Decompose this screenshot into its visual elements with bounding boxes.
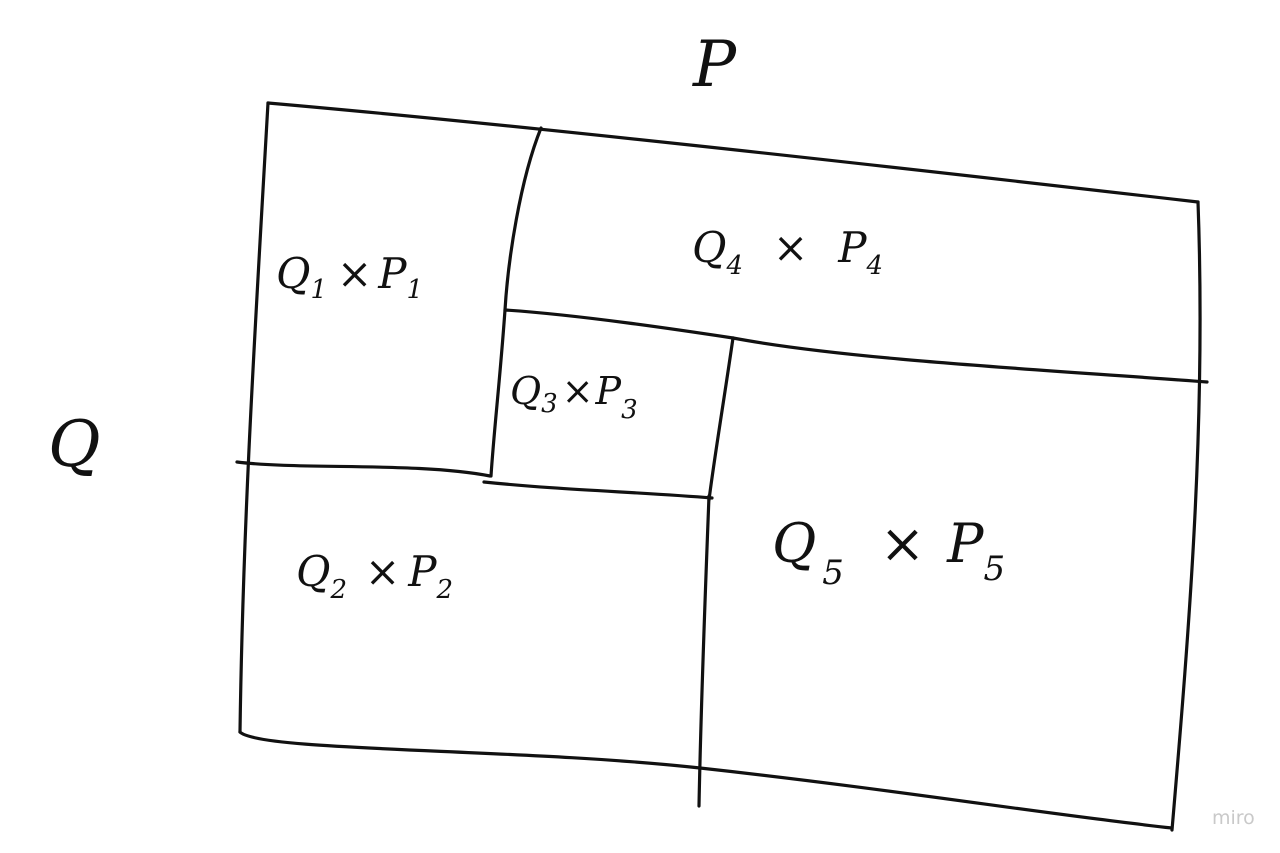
cell-1-q: Q (276, 249, 310, 298)
cell-5-p-sub: 5 (984, 549, 1006, 589)
divider-middle-vertical (697, 494, 711, 808)
top-axis-label: P (692, 28, 737, 102)
cell-2-op: × (365, 547, 400, 596)
outer-right-edge (1170, 200, 1202, 832)
cell-1-p: P (377, 249, 407, 298)
outer-left-edge (238, 101, 270, 734)
cell-5-op: × (880, 512, 925, 575)
cell-3-q-sub: 3 (541, 389, 558, 419)
divider-q3-top (503, 308, 735, 340)
cell-4-q-sub: 4 (725, 251, 743, 281)
divider-q3-right (707, 336, 735, 502)
cell-5-q: Q (772, 512, 816, 575)
cell-1-p-sub: 1 (406, 275, 423, 305)
divider-q4-bottom (731, 336, 1209, 384)
cell-2-p: P (407, 547, 437, 596)
cell-2-q: Q (296, 547, 330, 596)
divider-q3-bottom (482, 480, 714, 500)
cell-4-q: Q (692, 223, 726, 272)
cell-label-q1-p1: Q1×P1 (276, 249, 423, 305)
cell-4-p-sub: 4 (865, 251, 883, 281)
divider-q1-top-vertical (489, 126, 543, 478)
cell-label-q4-p4: Q4×P4 (692, 223, 883, 281)
outer-top-edge (266, 101, 1200, 204)
cell-5-q-sub: 5 (822, 553, 844, 593)
cell-4-p: P (837, 223, 867, 272)
cell-5-p: P (946, 512, 985, 575)
cell-3-op: × (562, 369, 594, 413)
miro-watermark: miro (1212, 807, 1255, 829)
cell-3-q: Q (510, 369, 541, 413)
cell-2-q-sub: 2 (329, 575, 347, 605)
divider-left-horizontal (235, 460, 492, 478)
cell-1-q-sub: 1 (310, 275, 327, 305)
cell-2-p-sub: 2 (435, 575, 453, 605)
outer-bottom-edge (238, 730, 1174, 830)
cell-label-q3-p3: Q3×P3 (510, 369, 638, 425)
cell-3-p-sub: 3 (621, 395, 638, 425)
cell-4-op: × (773, 223, 808, 272)
cell-label-q2-p2: Q2×P2 (296, 547, 453, 605)
cell-3-p: P (595, 369, 623, 413)
left-axis-label: Q (48, 408, 100, 482)
cell-1-op: × (337, 249, 372, 298)
